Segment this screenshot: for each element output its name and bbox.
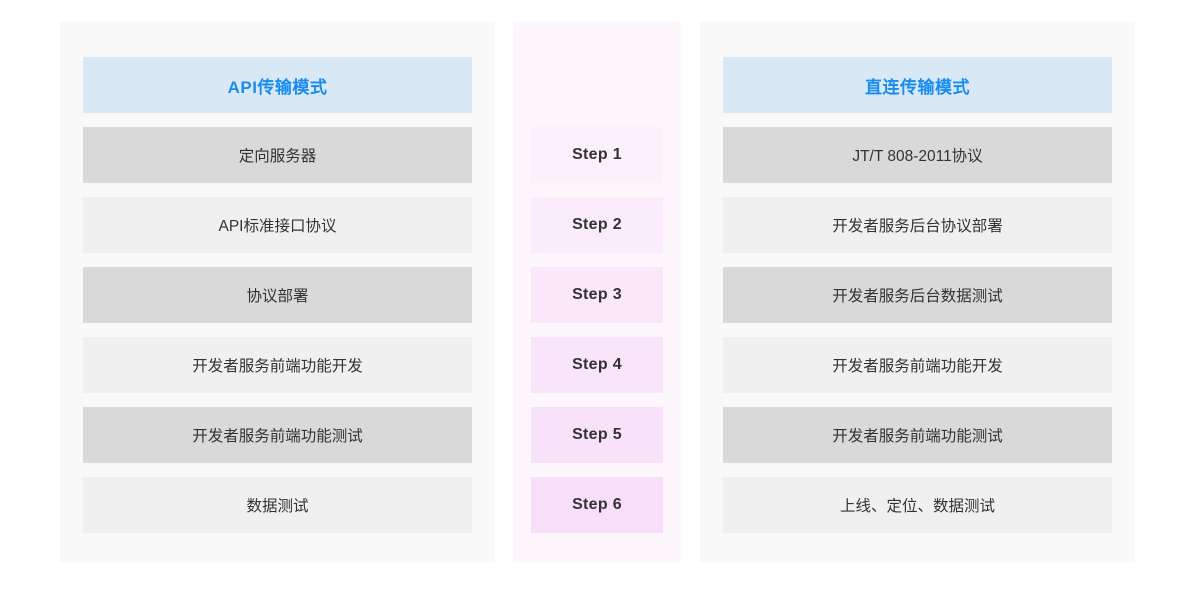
api-mode-row-4: 开发者服务前端功能开发: [83, 337, 472, 393]
api-mode-row-1: 定向服务器: [83, 127, 472, 183]
step-column: Step 1 Step 2 Step 3 Step 4 Step 5 Step 6: [513, 22, 681, 562]
step-items: Step 1 Step 2 Step 3 Step 4 Step 5 Step 6: [531, 127, 663, 533]
api-mode-rows: 定向服务器 API标准接口协议协议部署开发者服务前端功能开发开发者服务前端功能测试…: [83, 127, 472, 533]
direct-mode-row-4: 开发者服务前端功能开发: [723, 337, 1112, 393]
step-item-3: Step 3: [531, 267, 663, 323]
api-mode-row-5: 开发者服务前端功能测试: [83, 407, 472, 463]
api-mode-column: API传输模式 定向服务器 API标准接口协议协议部署开发者服务前端功能开发开发者…: [60, 22, 495, 562]
direct-mode-row-3: 开发者服务后台数据测试: [723, 267, 1112, 323]
step-item-6: Step 6: [531, 477, 663, 533]
step-item-4: Step 4: [531, 337, 663, 393]
direct-mode-column: 直连传输模式 JT/T 808-2011协议开发者服务后台协议部署开发者服务后台…: [700, 22, 1135, 562]
step-stack: Step 1 Step 2 Step 3 Step 4 Step 5 Step 6: [531, 127, 663, 547]
direct-mode-stack: 直连传输模式 JT/T 808-2011协议开发者服务后台协议部署开发者服务后台…: [723, 57, 1112, 547]
api-mode-row-2: API标准接口协议: [83, 197, 472, 253]
api-mode-header: API传输模式: [83, 57, 472, 113]
direct-mode-row-5: 开发者服务前端功能测试: [723, 407, 1112, 463]
direct-mode-header: 直连传输模式: [723, 57, 1112, 113]
direct-mode-row-6: 上线、定位、数据测试: [723, 477, 1112, 533]
step-item-2: Step 2: [531, 197, 663, 253]
api-mode-stack: API传输模式 定向服务器 API标准接口协议协议部署开发者服务前端功能开发开发者…: [83, 57, 472, 547]
api-mode-row-3: 协议部署: [83, 267, 472, 323]
direct-mode-rows: JT/T 808-2011协议开发者服务后台协议部署开发者服务后台数据测试开发者…: [723, 127, 1112, 533]
step-item-5: Step 5: [531, 407, 663, 463]
api-mode-row-6: 数据测试: [83, 477, 472, 533]
step-item-1: Step 1: [531, 127, 663, 183]
direct-mode-row-2: 开发者服务后台协议部署: [723, 197, 1112, 253]
direct-mode-row-1: JT/T 808-2011协议: [723, 127, 1112, 183]
